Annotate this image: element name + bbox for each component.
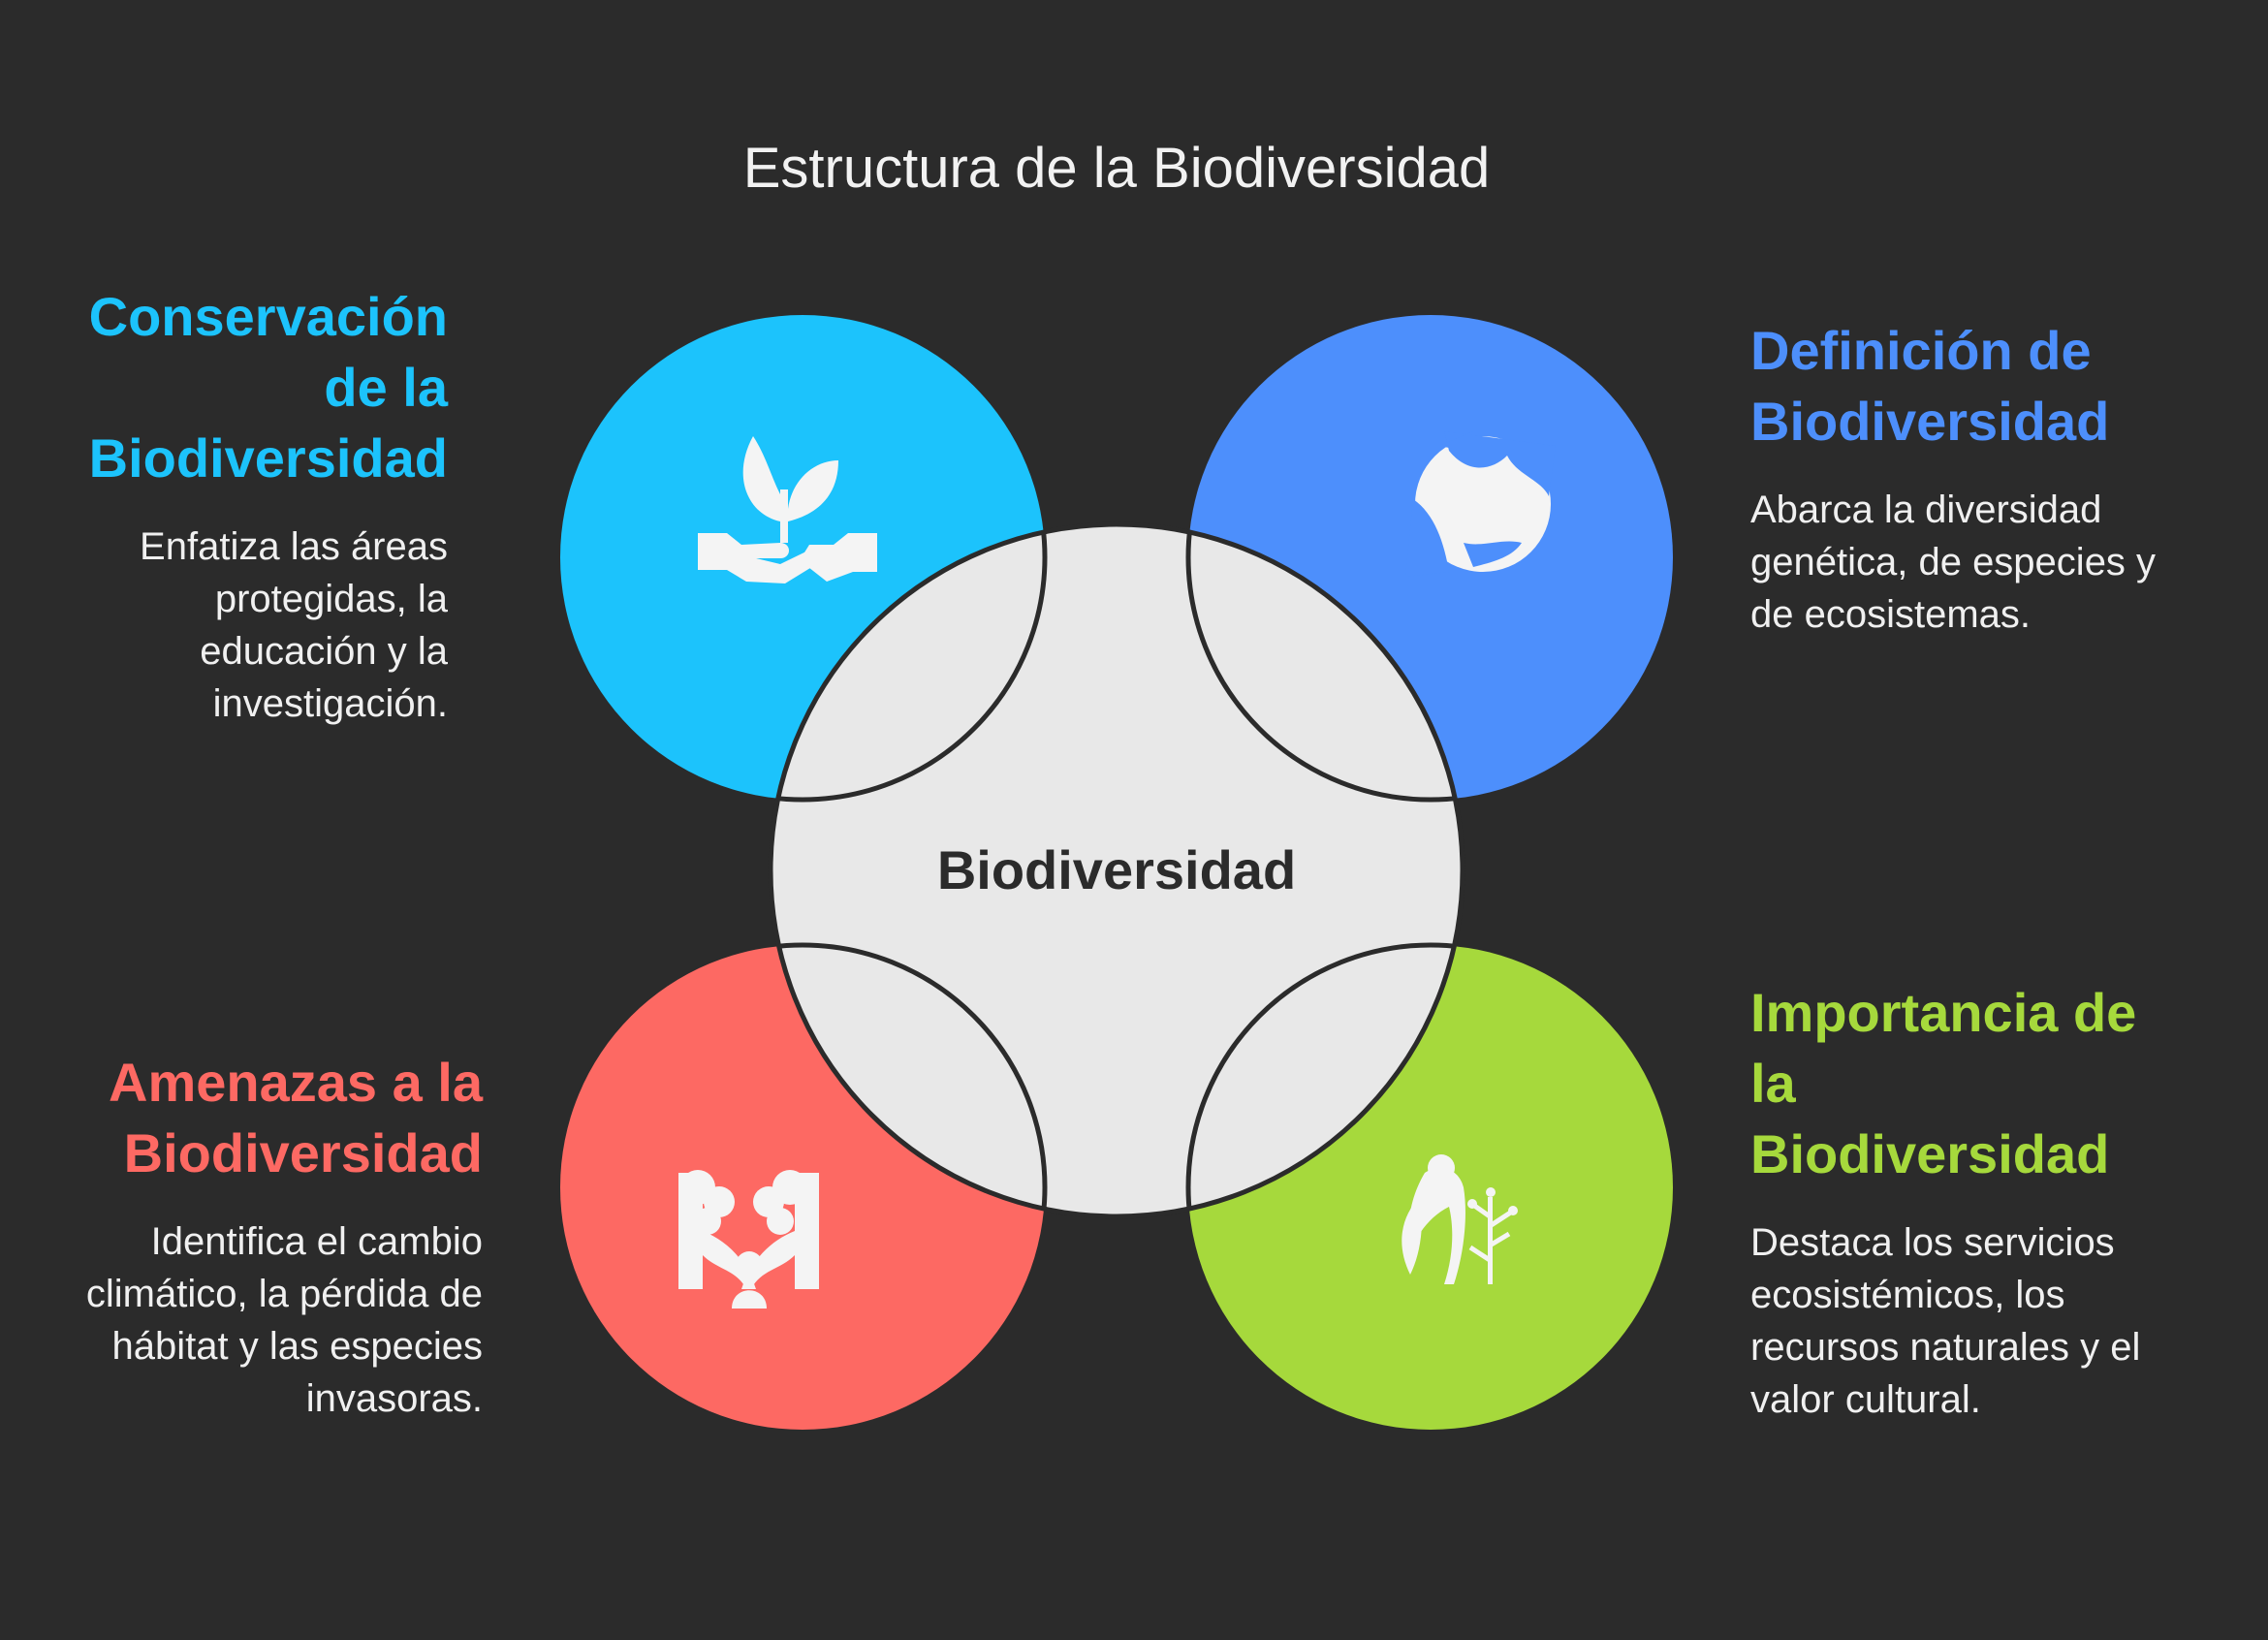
block-conservacion: Conservación de la Biodiversidad Enfatiz… bbox=[58, 281, 448, 730]
person-landslide-icon bbox=[678, 1170, 819, 1309]
overlap-arc-amenazas bbox=[771, 942, 1048, 1216]
heading-importancia: Importancia de la Biodiversidad bbox=[1750, 982, 2137, 1184]
overlap-arc-conservacion bbox=[771, 524, 1048, 803]
overlap-arc-importancia bbox=[1185, 942, 1463, 1216]
diagram-title: Estructura de la Biodiversidad bbox=[742, 137, 1491, 200]
desc-conservacion: Enfatiza las áreas protegidas, la educac… bbox=[140, 525, 448, 725]
heading-amenazas: Amenazas a la Biodiversidad bbox=[109, 1052, 483, 1183]
block-amenazas: Amenazas a la Biodiversidad Identifica e… bbox=[58, 1047, 483, 1425]
overlap-arc-definicion bbox=[1185, 524, 1463, 803]
desc-amenazas: Identifica el cambio climático, la pérdi… bbox=[85, 1220, 483, 1420]
desc-importancia: Destaca los servicios ecosistémicos, los… bbox=[1750, 1221, 2141, 1421]
nature-figure-icon bbox=[1402, 1154, 1518, 1284]
center-label: Biodiversidad bbox=[936, 839, 1297, 900]
heading-conservacion: Conservación de la Biodiversidad bbox=[88, 286, 448, 489]
heading-definicion: Definición de Biodiversidad bbox=[1750, 320, 2110, 452]
block-importancia: Importancia de la Biodiversidad Destaca … bbox=[1750, 977, 2167, 1426]
block-definicion: Definición de Biodiversidad Abarca la di… bbox=[1750, 315, 2167, 641]
circle-center bbox=[768, 521, 1465, 1219]
hands-plant-icon bbox=[698, 436, 877, 583]
globe-icon bbox=[1405, 431, 1556, 577]
desc-definicion: Abarca la diversidad genética, de especi… bbox=[1750, 489, 2157, 636]
